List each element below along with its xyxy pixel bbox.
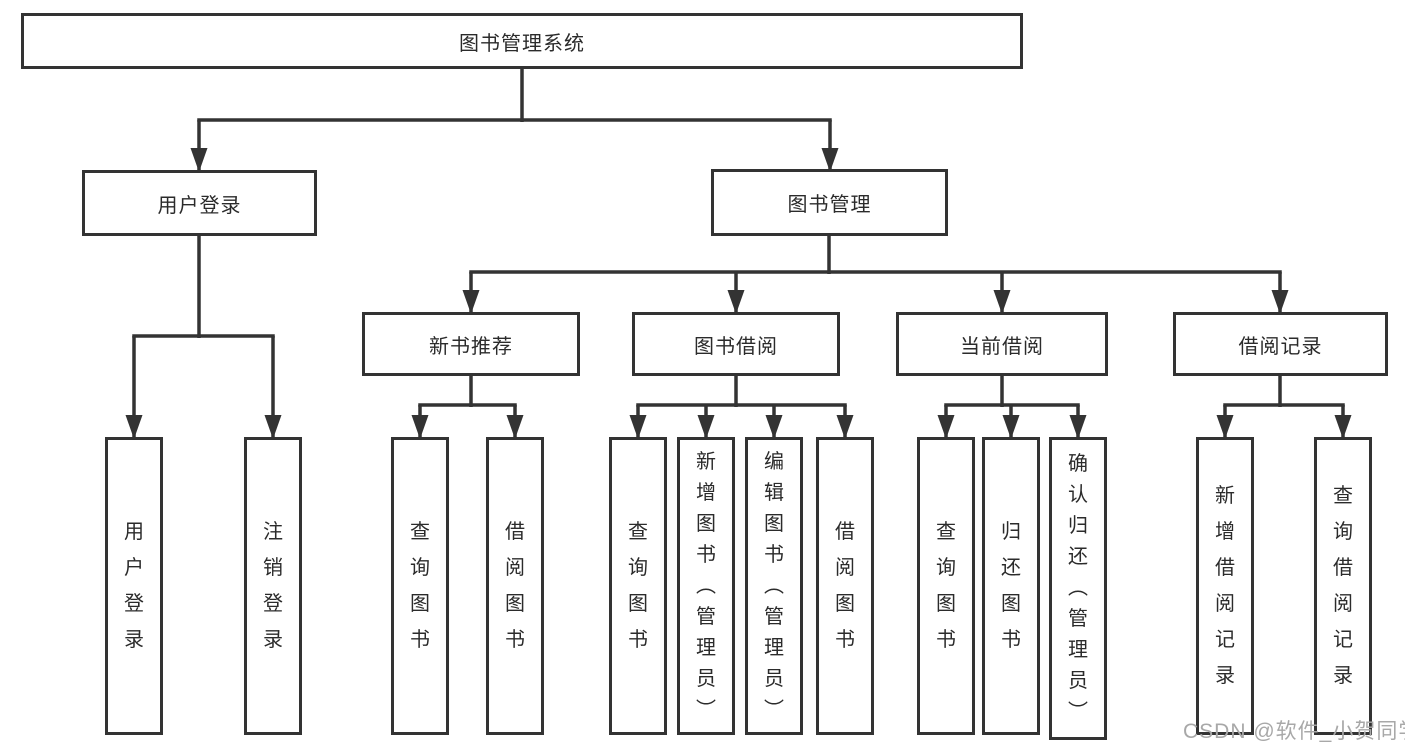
leaf-borrow-books-2: 借阅图书: [816, 437, 874, 735]
leaf-user-login: 用户登录: [105, 437, 163, 735]
node-book-borrowing: 图书借阅: [632, 312, 840, 376]
csdn-watermark: CSDN @软件_小贺同学: [1183, 720, 1405, 743]
node-user-login-label: 用户登录: [157, 194, 242, 217]
leaf-query-books-2: 查询图书: [609, 437, 667, 735]
leaf-query-books-3: 查询图书: [917, 437, 975, 735]
leaf-add-borrow-record-label: 新增借阅记录: [1215, 485, 1235, 687]
leaf-return-books-label: 归还图书: [1001, 521, 1021, 651]
leaf-return-books: 归还图书: [982, 437, 1040, 735]
leaf-confirm-return-admin-label: 确认归还︵管理员︶: [1068, 453, 1088, 723]
leaf-edit-books-admin-label: 编辑图书︵管理员︶: [764, 450, 784, 721]
leaf-logout-label: 注销登录: [263, 521, 283, 651]
leaf-borrow-books-1-label: 借阅图书: [505, 521, 525, 651]
node-current-borrowing-label: 当前借阅: [960, 335, 1044, 358]
node-borrow-records: 借阅记录: [1173, 312, 1388, 376]
node-book-management-label: 图书管理: [787, 194, 872, 216]
node-current-borrowing: 当前借阅: [896, 312, 1108, 376]
leaf-confirm-return-admin: 确认归还︵管理员︶: [1049, 437, 1107, 740]
leaf-add-books-admin: 新增图书︵管理员︶: [677, 437, 735, 735]
leaf-add-borrow-record: 新增借阅记录: [1196, 437, 1254, 735]
leaf-edit-books-admin: 编辑图书︵管理员︶: [745, 437, 803, 735]
node-new-book-recommend: 新书推荐: [362, 312, 580, 376]
leaf-user-login-label: 用户登录: [124, 521, 144, 651]
node-root: 图书管理系统: [21, 13, 1023, 69]
node-book-borrowing-label: 图书借阅: [694, 335, 778, 358]
leaf-query-books-1-label: 查询图书: [410, 521, 430, 651]
leaf-borrow-books-2-label: 借阅图书: [835, 521, 855, 651]
node-borrow-records-label: 借阅记录: [1238, 335, 1323, 358]
node-user-login: 用户登录: [82, 170, 317, 236]
leaf-query-books-3-label: 查询图书: [936, 521, 956, 651]
node-book-management: 图书管理: [711, 169, 948, 236]
leaf-query-books-2-label: 查询图书: [628, 521, 648, 651]
leaf-query-borrow-record-label: 查询借阅记录: [1333, 485, 1353, 687]
node-root-label: 图书管理系统: [459, 32, 585, 55]
leaf-borrow-books-1: 借阅图书: [486, 437, 544, 735]
leaf-add-books-admin-label: 新增图书︵管理员︶: [696, 450, 716, 721]
leaf-query-borrow-record: 查询借阅记录: [1314, 437, 1372, 735]
leaf-query-books-1: 查询图书: [391, 437, 449, 735]
node-new-book-recommend-label: 新书推荐: [429, 335, 513, 358]
leaf-logout: 注销登录: [244, 437, 302, 735]
